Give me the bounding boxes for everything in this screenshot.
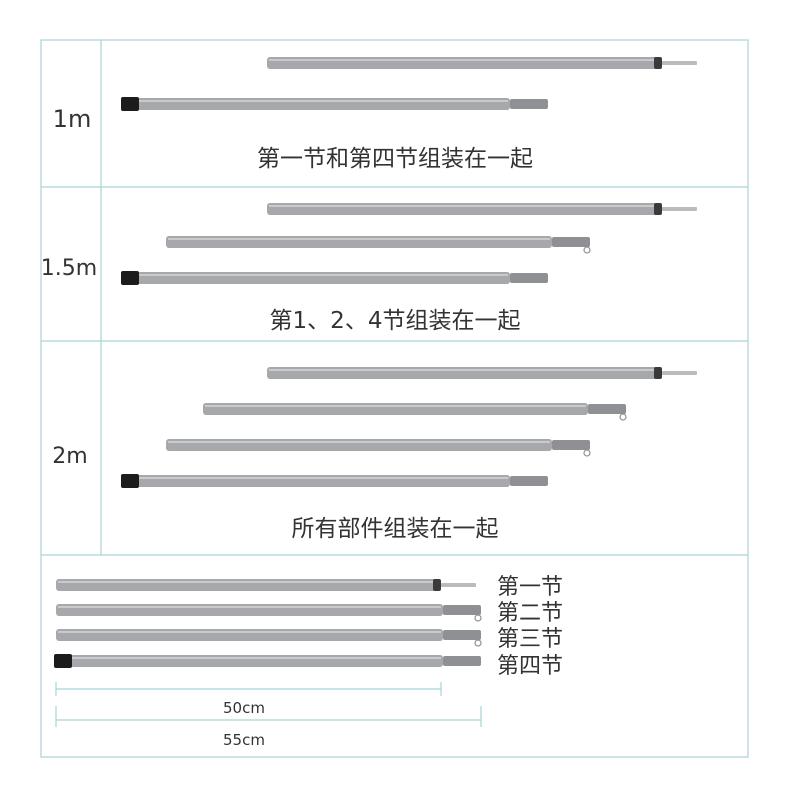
part-label-2: 第二节 (497, 601, 563, 626)
row-1-5m-pole-section-1 (267, 203, 697, 215)
part-label-4: 第四节 (497, 654, 563, 679)
row-2m-pole-section-1 (267, 367, 697, 379)
part-label-1: 第一节 (497, 575, 563, 600)
row-1m-pole-section-1 (267, 57, 697, 69)
dimension-50cm (55, 682, 442, 696)
row-1-5m-length-label: 1.5m (41, 256, 97, 281)
part-pole-section-1 (56, 579, 476, 591)
row-1m-caption: 第一节和第四节组装在一起 (257, 146, 533, 172)
row-2m-length-label: 2m (52, 444, 87, 469)
row-1-5m-pole-section-2 (166, 236, 591, 254)
part-pole-section-2 (56, 604, 482, 622)
row-2m-pole-section-4 (121, 474, 548, 488)
row-2m-pole-section-2 (203, 403, 627, 421)
row-2m-pole-section-3 (166, 439, 591, 457)
part-pole-section-4 (54, 654, 481, 668)
pole-illustrations (54, 57, 697, 668)
dimension-55cm-label: 55cm (223, 731, 265, 749)
row-1m-length-label: 1m (53, 105, 92, 133)
row-1-5m-caption: 第1、2、4节组装在一起 (270, 308, 521, 334)
row-2m-caption: 所有部件组装在一起 (292, 516, 499, 542)
part-label-3: 第三节 (497, 627, 563, 652)
dimension-55cm (55, 706, 482, 727)
row-1-5m-pole-section-4 (121, 271, 548, 285)
part-pole-section-3 (56, 629, 482, 647)
diagram-frame (40, 39, 749, 758)
dimension-50cm-label: 50cm (223, 699, 265, 717)
row-1m-pole-section-4 (121, 97, 548, 111)
